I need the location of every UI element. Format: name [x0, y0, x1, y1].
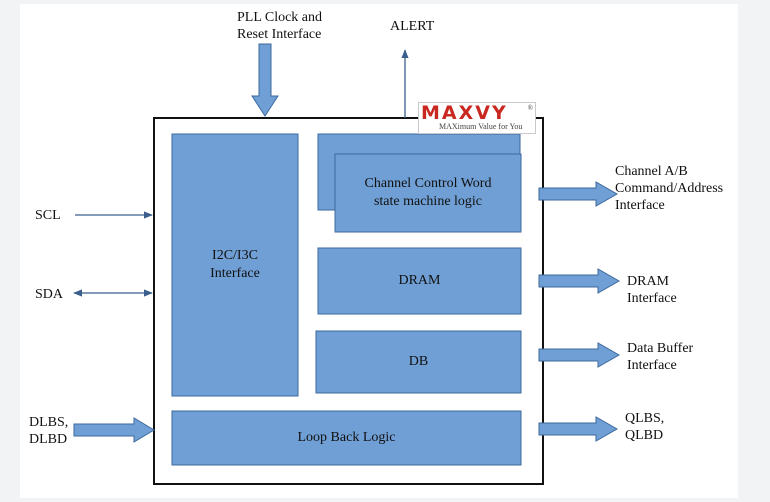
- qlbs-arrow: [538, 416, 619, 442]
- i2c-block-label: I2C/I3C Interface: [210, 248, 260, 281]
- qlbs-label: QLBS, QLBD: [625, 411, 665, 443]
- i2c-block: [171, 133, 299, 397]
- logo-tagline: MAXimum Value for You: [439, 122, 523, 131]
- dram-interface-label: DRAM Interface: [627, 274, 677, 306]
- sda-label: SDA: [35, 287, 64, 302]
- pll-label: PLL Clock and Reset Interface: [237, 10, 323, 42]
- data-buffer-interface-label: Data Buffer Interface: [627, 341, 694, 373]
- channel-ab-arrow: [538, 181, 619, 207]
- dram-block-label: DRAM: [398, 273, 441, 288]
- dlbs-arrow: [73, 417, 155, 443]
- dram-interface-arrow: [538, 268, 621, 294]
- scl-label: SCL: [35, 208, 61, 223]
- pll-arrow: [251, 43, 279, 117]
- channel-ab-label: Channel A/B Command/Address Interface: [615, 164, 724, 213]
- logo-registered-mark: ®: [527, 104, 533, 112]
- channel-control-block: [334, 153, 522, 233]
- loopback-block: [171, 410, 522, 466]
- channel-control-block-label: Channel Control Word state machine logic: [364, 176, 492, 209]
- data-buffer-arrow: [538, 342, 621, 368]
- db-block-label: DB: [408, 354, 429, 369]
- db-block: [315, 330, 522, 394]
- dlbs-label: DLBS, DLBD: [29, 415, 69, 447]
- dram-block: [317, 247, 522, 315]
- logo-brand: MAXVY: [421, 102, 508, 124]
- alert-label: ALERT: [390, 19, 435, 34]
- loopback-block-label: Loop Back Logic: [297, 430, 396, 445]
- maxvy-logo: MAXVY ® MAXimum Value for You: [418, 102, 536, 134]
